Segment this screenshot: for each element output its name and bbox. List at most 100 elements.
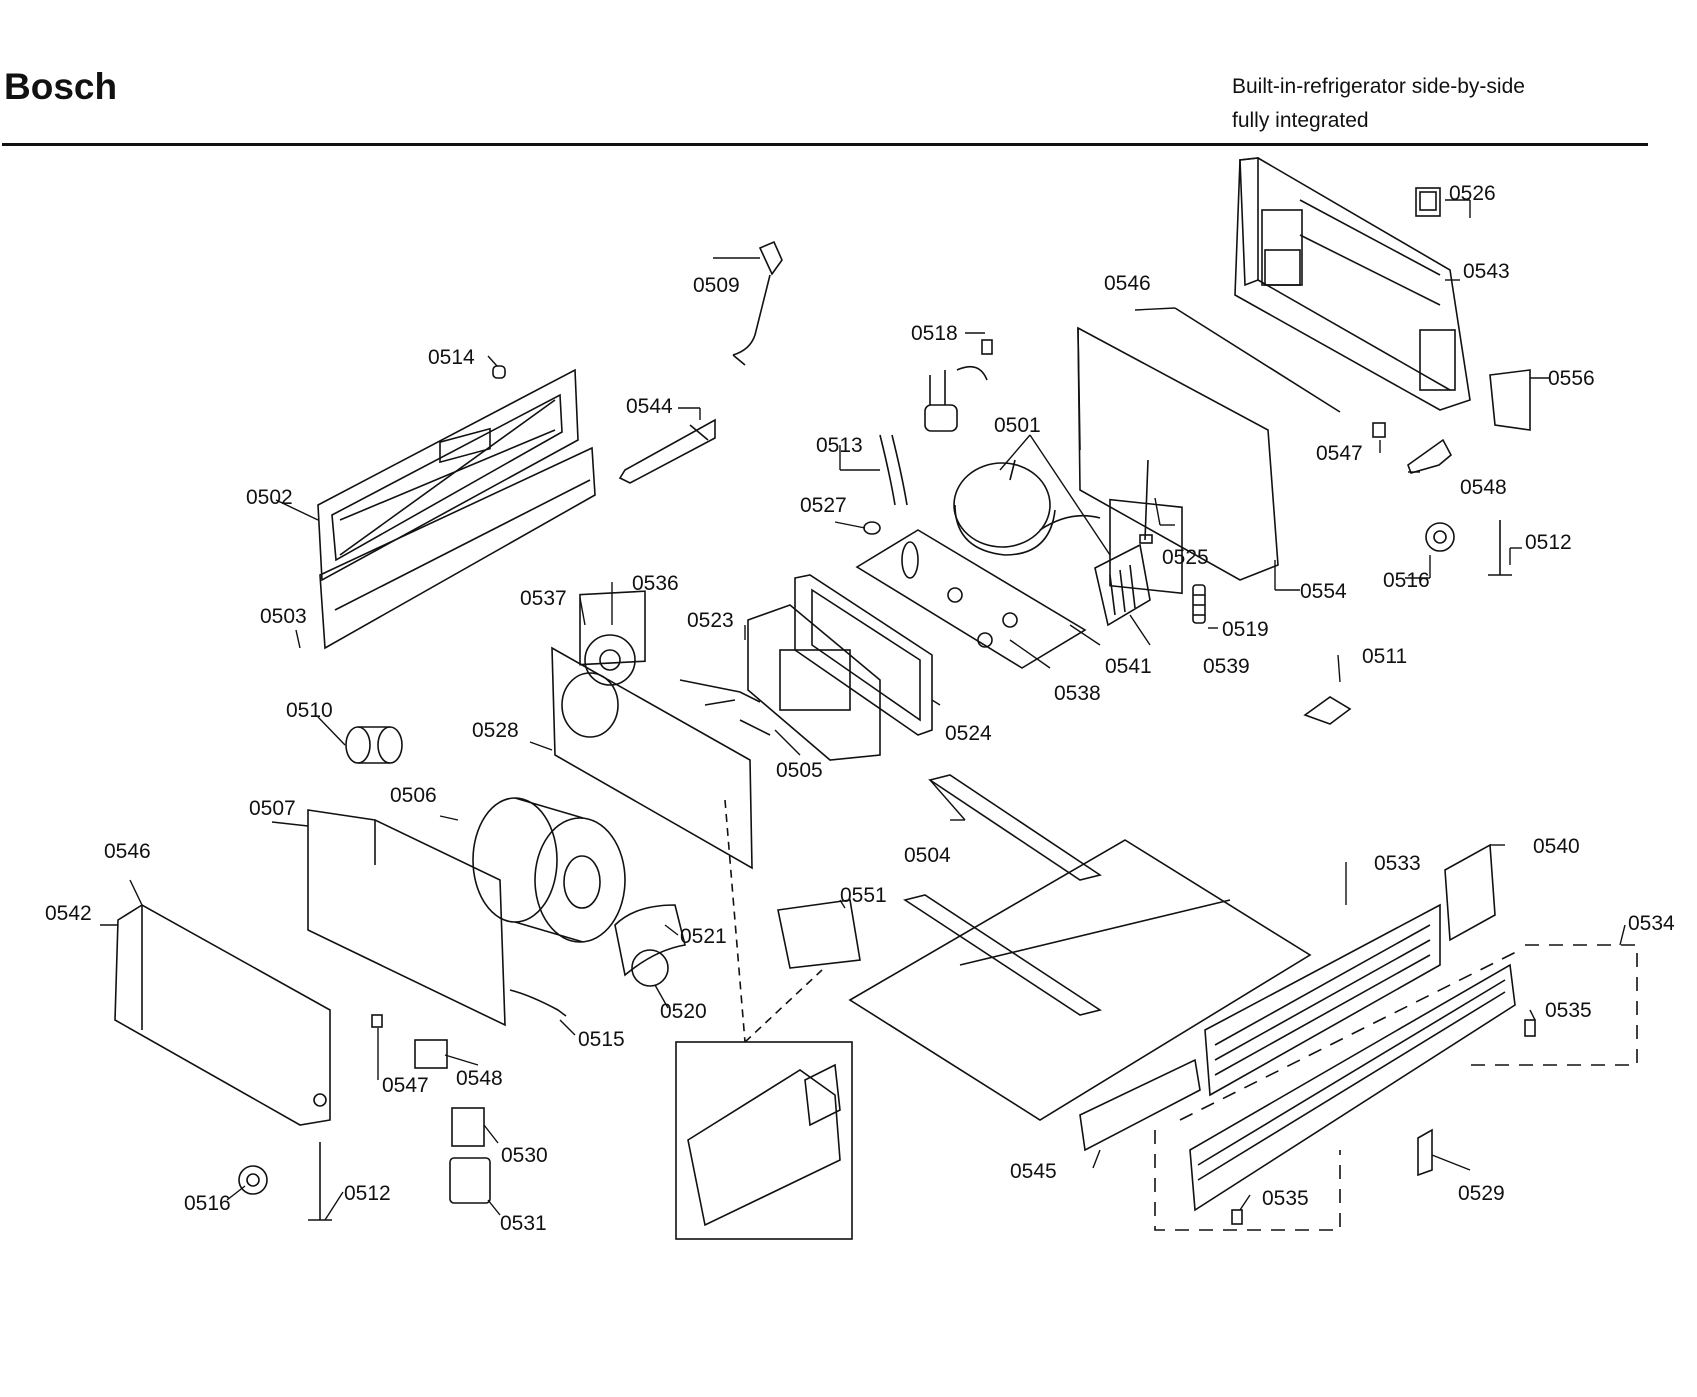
caster-part bbox=[1425, 522, 1455, 552]
inset-leader-lines bbox=[724, 799, 823, 1043]
control-board-part bbox=[747, 604, 881, 761]
kick-rail-part bbox=[1444, 843, 1496, 942]
nut-part bbox=[863, 521, 881, 535]
spring-part bbox=[1192, 584, 1206, 624]
callout-0513: 0513 bbox=[816, 434, 863, 457]
callout-0547-left: 0547 bbox=[382, 1074, 429, 1097]
wire-harness-part bbox=[679, 679, 771, 736]
base-tray-part bbox=[848, 774, 1312, 1121]
left-housing-part bbox=[114, 904, 331, 1126]
detail-inset bbox=[675, 1041, 853, 1240]
header-rule bbox=[2, 143, 1648, 146]
callout-0514: 0514 bbox=[428, 346, 475, 369]
bracket-small-part bbox=[1417, 1128, 1433, 1177]
sensor-wire-part bbox=[509, 989, 567, 1017]
callout-0521: 0521 bbox=[680, 925, 727, 948]
callout-0526: 0526 bbox=[1449, 182, 1496, 205]
callout-0506: 0506 bbox=[390, 784, 437, 807]
callout-0501: 0501 bbox=[994, 414, 1041, 437]
bracket-part bbox=[618, 418, 716, 484]
callout-0535-lower: 0535 bbox=[1262, 1187, 1309, 1210]
rod-part bbox=[1174, 307, 1341, 413]
grommet-part bbox=[492, 365, 506, 379]
callout-0543: 0543 bbox=[1463, 260, 1510, 283]
callout-0511: 0511 bbox=[1362, 645, 1407, 668]
callout-0516-left: 0516 bbox=[184, 1192, 231, 1215]
rear-grille-part bbox=[317, 368, 579, 582]
side-rail-part bbox=[1079, 1058, 1201, 1152]
callout-0534: 0534 bbox=[1628, 912, 1675, 935]
caster-part-lower bbox=[238, 1165, 268, 1195]
callout-0528: 0528 bbox=[472, 719, 519, 742]
callout-0533: 0533 bbox=[1374, 852, 1421, 875]
condenser-fan-part bbox=[472, 797, 626, 943]
compressor-part bbox=[953, 459, 1101, 556]
callout-0539: 0539 bbox=[1203, 655, 1250, 678]
callout-0512-top: 0512 bbox=[1525, 531, 1572, 554]
model-description: Built-in-refrigerator side-by-side fully… bbox=[1232, 70, 1525, 138]
filter-cartridge-part bbox=[345, 726, 403, 764]
cover-part bbox=[1489, 369, 1531, 431]
front-grille-part bbox=[1189, 963, 1516, 1212]
callout-0504: 0504 bbox=[904, 844, 951, 867]
fan-mounting-plate-part bbox=[551, 646, 753, 870]
callout-0548-left: 0548 bbox=[456, 1067, 503, 1090]
front-panel-part bbox=[307, 809, 506, 1027]
switch-part bbox=[1415, 187, 1441, 217]
clip-part bbox=[1303, 696, 1352, 725]
screw-part-lower bbox=[308, 1142, 332, 1221]
hinge-part-lower bbox=[414, 1039, 448, 1069]
callout-0523: 0523 bbox=[687, 609, 734, 632]
sensor-part bbox=[1139, 459, 1153, 544]
filter-frame-part bbox=[794, 574, 933, 736]
callout-0548-top: 0548 bbox=[1460, 476, 1507, 499]
callout-0505: 0505 bbox=[776, 759, 823, 782]
callout-0516-top: 0516 bbox=[1383, 569, 1430, 592]
lower-rear-panel-part bbox=[319, 427, 596, 650]
callout-0509: 0509 bbox=[693, 274, 740, 297]
callout-labels: 0526 0543 0509 0546 0518 0514 0556 0544 … bbox=[45, 182, 1675, 1235]
callout-0503: 0503 bbox=[260, 605, 307, 628]
callout-0547-top: 0547 bbox=[1316, 442, 1363, 465]
callout-0556: 0556 bbox=[1548, 367, 1595, 390]
callout-0546-top: 0546 bbox=[1104, 272, 1151, 295]
callout-0538: 0538 bbox=[1054, 682, 1101, 705]
callout-0520: 0520 bbox=[660, 1000, 707, 1023]
control-housing-part bbox=[1234, 157, 1471, 411]
junction-box-part bbox=[777, 899, 861, 969]
callout-0515: 0515 bbox=[578, 1028, 625, 1051]
callout-0554: 0554 bbox=[1300, 580, 1347, 603]
leader-lines bbox=[100, 199, 1626, 1221]
brand-name: Bosch bbox=[4, 66, 118, 107]
callout-0542: 0542 bbox=[45, 902, 92, 925]
callout-0536: 0536 bbox=[632, 572, 679, 595]
hinge-part bbox=[1407, 438, 1453, 474]
bracket-part-lower bbox=[451, 1107, 485, 1147]
callout-0531: 0531 bbox=[500, 1212, 547, 1235]
kick-grille-part bbox=[1204, 903, 1441, 1097]
tube-part bbox=[879, 434, 908, 506]
valve-part-lower bbox=[371, 1014, 383, 1028]
compressor-base-part bbox=[855, 529, 1087, 669]
callout-0535-right: 0535 bbox=[1545, 999, 1592, 1022]
callout-0512-left: 0512 bbox=[344, 1182, 391, 1205]
callout-0527: 0527 bbox=[800, 494, 847, 517]
clip-small-part-lower bbox=[1231, 1209, 1243, 1225]
callout-0519: 0519 bbox=[1222, 618, 1269, 641]
callout-0544: 0544 bbox=[626, 395, 673, 418]
clip-small-part bbox=[1524, 1019, 1536, 1037]
callout-0518: 0518 bbox=[911, 322, 958, 345]
callout-0525: 0525 bbox=[1162, 546, 1209, 569]
shutter-part bbox=[631, 949, 669, 987]
callout-0541: 0541 bbox=[1105, 655, 1152, 678]
callout-0510: 0510 bbox=[286, 699, 333, 722]
fan-part bbox=[579, 590, 646, 686]
duct-part bbox=[614, 904, 686, 977]
model-line-1: Built-in-refrigerator side-by-side bbox=[1232, 75, 1525, 98]
callout-0546-left: 0546 bbox=[104, 840, 151, 863]
callout-0524: 0524 bbox=[945, 722, 992, 745]
screw-part bbox=[1488, 520, 1512, 576]
callout-0545: 0545 bbox=[1010, 1160, 1057, 1183]
relay-part bbox=[924, 339, 993, 432]
